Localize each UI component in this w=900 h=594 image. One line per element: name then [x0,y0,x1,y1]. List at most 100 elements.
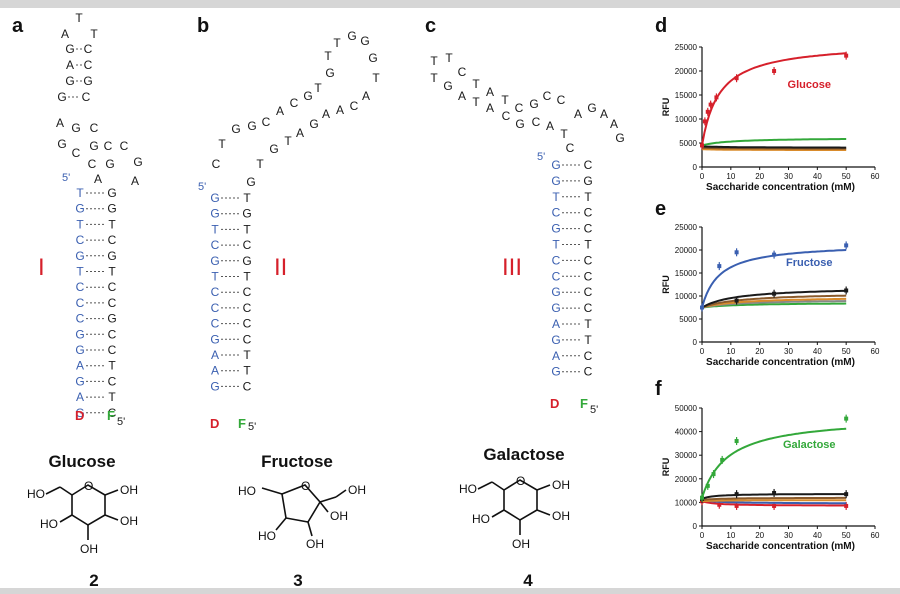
nucleotide: T [108,265,116,279]
nucleotide: A [486,85,494,99]
data-point [844,416,849,421]
five-prime-label: 5' [590,404,598,416]
nucleotide: G [303,89,312,103]
panel-letter-d: d [655,15,667,37]
galactose-ho-2: HO [472,512,490,526]
nucleotide: C [211,317,220,331]
nucleotide: G [515,117,524,131]
nucleotide: T [76,217,84,231]
nucleotide: C [290,96,299,110]
nucleotide: C [108,343,117,357]
nucleotide: C [76,280,85,294]
y-tick-label: 10000 [675,292,698,301]
nucleotide: T [560,127,568,141]
nucleotide: C [515,101,524,115]
nucleotide: C [584,301,593,315]
nucleotide: C [458,65,467,79]
nucleotide: A [56,116,64,130]
nucleotide: G [75,249,84,263]
nucleotide: C [584,349,593,363]
nucleotide: C [552,206,561,220]
nucleotide: G [583,174,592,188]
nucleotide: G [75,343,84,357]
donor-label: D [75,408,84,423]
x-tick-label: 50 [842,347,851,356]
galactose-oh-2: OH [552,509,570,523]
nucleotide: C [243,317,252,331]
y-tick-label: 25000 [675,223,698,232]
data-point [844,492,849,497]
x-tick-label: 10 [726,531,735,540]
nucleotide: G [210,379,219,393]
nucleotide: T [108,359,116,373]
nucleotide: G [551,222,560,236]
nucleotide: C [584,253,593,267]
y-tick-label: 0 [693,338,698,347]
nucleotide: C [211,285,220,299]
series-line [701,496,847,501]
nucleotide: C [211,238,220,252]
nucleotide: C [90,121,99,135]
y-tick-label: 25000 [675,43,698,52]
nucleotide: G [57,90,66,104]
data-point [772,69,777,73]
nucleotide: G [57,137,66,151]
nucleotide: A [574,107,582,121]
data-point [734,503,739,508]
fructose-oh-2: OH [330,509,348,523]
fructose-oh-1: OH [348,483,366,497]
data-point [734,250,739,255]
glucose-ho-label: HO [27,487,45,501]
y-axis-label: RFU [661,275,671,294]
nucleotide: C [584,269,593,283]
nucleotide: C [88,157,97,171]
nucleotide: G [75,202,84,216]
galactose-molecule-drawing [477,479,551,535]
nucleotide: G [210,207,219,221]
sugar-name-galactose: Galactose [483,445,564,464]
nucleotide: C [76,312,85,326]
data-point [700,143,704,148]
series-line [701,427,847,499]
nucleotide: A [552,317,560,331]
data-point [708,102,713,107]
nucleotide: G [210,191,219,205]
compound-number-3: 3 [293,571,302,590]
panel-letter-b: b [197,15,209,37]
nucleotide: C [243,379,252,393]
fluor-label: F [238,416,246,431]
nucleotide: C [212,157,221,171]
nucleotide: T [584,238,592,252]
glucose-oh-1: OH [120,483,138,497]
x-tick-label: 40 [813,172,822,181]
nucleotide: A [211,348,219,362]
x-tick-label: 0 [700,347,705,356]
nucleotide: C [104,139,113,153]
nucleotide: T [76,265,84,279]
x-tick-label: 30 [784,347,793,356]
nucleotide: T [108,217,116,231]
nucleotide: C [243,332,252,346]
data-point [705,109,710,114]
x-tick-label: 10 [726,347,735,356]
nucleotide: T [211,222,219,236]
y-tick-label: 30000 [675,451,698,460]
nucleotide: T [243,222,251,236]
five-prime-label: 5' [198,181,206,193]
nucleotide: G [75,374,84,388]
nucleotide: T [472,95,480,109]
nucleotide: T [75,11,83,25]
nucleotide: C [543,89,552,103]
nucleotide: C [243,301,252,315]
x-tick-label: 30 [784,531,793,540]
series-line [701,297,847,309]
x-tick-label: 40 [813,347,822,356]
nucleotide: G [75,327,84,341]
series-annotation: Fructose [786,257,832,269]
nucleotide: C [552,269,561,283]
x-tick-label: 30 [784,172,793,181]
y-axis-label: RFU [661,458,671,477]
